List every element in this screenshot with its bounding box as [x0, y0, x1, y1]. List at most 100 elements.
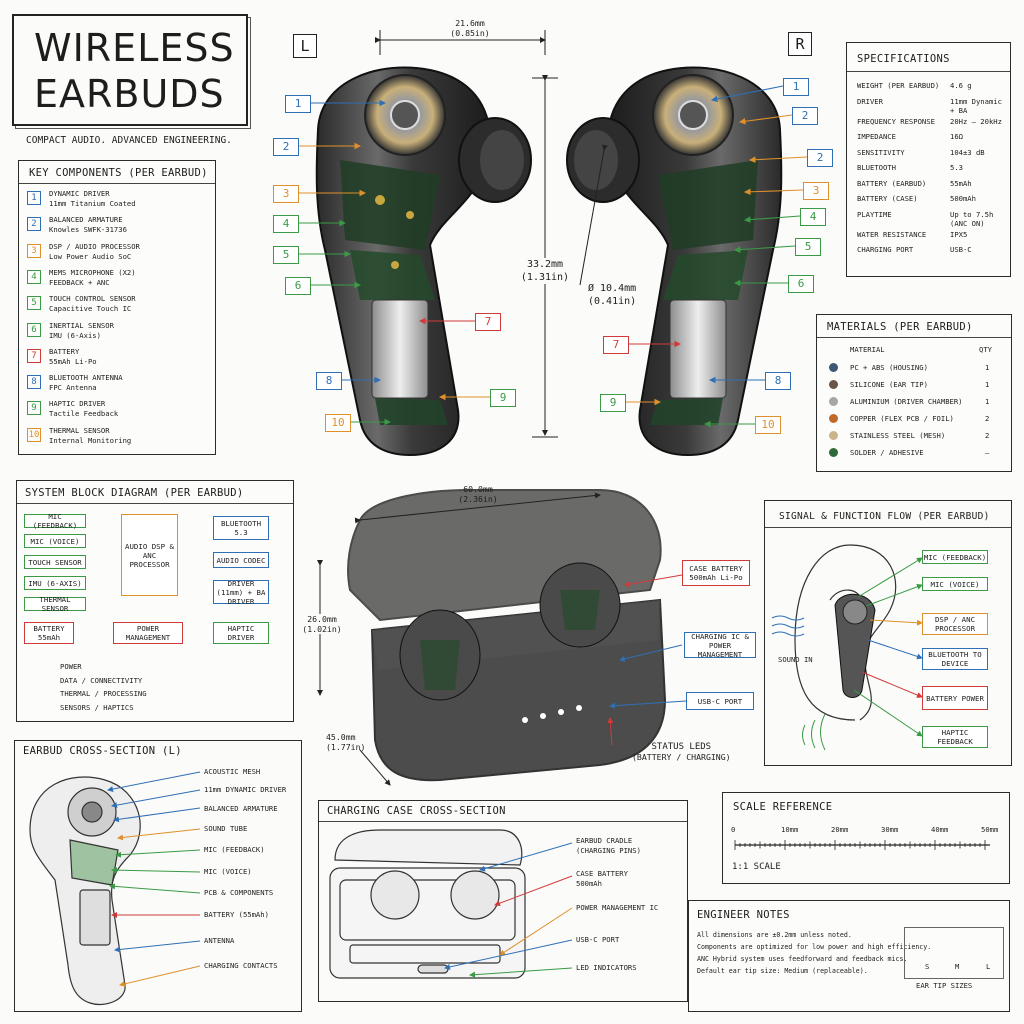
spec-value: 55mAh — [950, 178, 972, 188]
dim-width: 21.6mm(0.85in) — [450, 18, 490, 38]
material-name: COPPER (FLEX PCB / FOIL) — [850, 414, 954, 423]
note-item: Components are optimized for low power a… — [697, 943, 932, 951]
key-components-title: KEY COMPONENTS (PER EARBUD) — [29, 167, 208, 179]
case-cross-drawing — [329, 829, 526, 979]
spec-key: WEIGHT (PER EARBUD) — [857, 81, 940, 90]
left-callout-6: 6 — [285, 277, 311, 295]
component-name: DSP / AUDIO PROCESSOR — [49, 241, 140, 251]
signal-flow-title: SIGNAL & FUNCTION FLOW (PER EARBUD) — [779, 511, 990, 522]
flow-box-3: BLUETOOTH TO DEVICE — [922, 648, 988, 670]
block-output-0: BLUETOOTH 5.3 — [213, 516, 269, 540]
spec-key: WATER RESISTANCE — [857, 229, 927, 239]
left-earbud-drawing — [315, 66, 532, 457]
material-swatch — [829, 448, 838, 457]
component-desc: Capacitive Touch IC — [49, 304, 132, 314]
component-name: BLUETOOTH ANTENNA — [49, 373, 123, 383]
right-callout-2: 2 — [807, 149, 833, 167]
component-name: BALANCED ARMATURE — [49, 215, 123, 225]
flow-box-1: MIC (VOICE) — [922, 577, 988, 591]
ear-tips-label: EAR TIP SIZES — [916, 981, 973, 990]
usbc-port-callout: USB-C PORT — [686, 692, 754, 710]
spec-value: IPX5 — [950, 229, 968, 239]
right-callout-8: 8 — [765, 372, 791, 390]
legend-1: DATA / CONNECTIVITY — [60, 675, 143, 685]
scale-tick-label: 50mm — [981, 825, 999, 834]
component-desc: Tactile Feedback — [49, 409, 119, 419]
component-name: THERMAL SENSOR — [49, 425, 110, 435]
flow-box-5: HAPTIC FEEDBACK — [922, 726, 988, 748]
cross-section-panel: EARBUD CROSS-SECTION (L) — [14, 740, 302, 1012]
scale-tick-label: 10mm — [781, 825, 799, 834]
dim-case-height: 26.0mm(1.02in) — [302, 614, 342, 634]
material-qty: 2 — [985, 431, 990, 440]
block-input-1: MIC (VOICE) — [24, 534, 86, 548]
case-cross-label: POWER MANAGEMENT IC — [576, 903, 659, 912]
cross-section-label: PCB & COMPONENTS — [204, 888, 274, 897]
dim-case-width: 60.0mm(2.36in) — [458, 484, 498, 504]
component-number-badge: 5 — [27, 296, 41, 311]
ear-tip-size-label: L — [986, 962, 991, 971]
cross-section-drawing — [29, 776, 141, 1006]
block-diagram-title: SYSTEM BLOCK DIAGRAM (PER EARBUD) — [25, 487, 244, 499]
spec-value: 104±3 dB — [950, 147, 985, 157]
specifications-title: SPECIFICATIONS — [857, 53, 950, 65]
left-callout-4: 4 — [273, 215, 299, 233]
component-number-badge: 2 — [27, 217, 41, 232]
case-cross-label: LED INDICATORS — [576, 963, 637, 972]
right-callout-4: 4 — [800, 208, 826, 226]
component-desc: 55mAh Li-Po — [49, 356, 97, 366]
cross-section-label: ANTENNA — [204, 936, 235, 945]
material-qty: 1 — [985, 363, 990, 372]
title-frame: WIRELESS EARBUDS — [12, 14, 248, 126]
component-number-badge: 1 — [27, 191, 41, 205]
flow-box-0: MIC (FEEDBACK) — [922, 550, 988, 564]
charging-ic-callout: CHARGING IC & POWER MANAGEMENT — [684, 632, 756, 659]
spec-key: BATTERY (CASE) — [857, 194, 918, 203]
tagline: COMPACT AUDIO. ADVANCED ENGINEERING. — [26, 135, 232, 146]
cross-section-title: EARBUD CROSS-SECTION (L) — [23, 745, 182, 757]
spec-key: BLUETOOTH — [857, 163, 896, 172]
spec-value-2: (ANC ON) — [950, 218, 985, 228]
material-name: STAINLESS STEEL (MESH) — [850, 431, 946, 440]
cross-section-label: BATTERY (55mAh) — [204, 910, 269, 919]
block-haptic: HAPTIC DRIVER — [213, 622, 269, 644]
materials-col-material: MATERIAL — [850, 345, 885, 354]
cross-section-label: ACOUSTIC MESH — [204, 767, 261, 776]
flow-box-4: BATTERY POWER — [922, 686, 988, 710]
scale-tick-label: 0 — [731, 825, 736, 834]
spec-key: SENSITIVITY — [857, 147, 905, 157]
component-number-badge: 4 — [27, 269, 41, 284]
ear-tip-size-label: M — [955, 962, 960, 971]
notes-title: ENGINEER NOTES — [697, 909, 790, 921]
block-output-2: DRIVER (11mm) + BA DRIVER — [213, 579, 269, 606]
spec-value: 4.6 g — [950, 81, 972, 90]
left-callout-9: 9 — [490, 389, 516, 407]
component-desc: FEEDBACK + ANC — [49, 277, 110, 287]
scale-tick-label: 20mm — [831, 825, 849, 834]
component-name: MEMS MICROPHONE (X2) — [49, 267, 136, 277]
block-input-2: TOUCH SENSOR — [24, 555, 86, 569]
component-name: BATTERY — [49, 346, 80, 356]
case-cross-label: CASE BATTERY — [576, 869, 628, 878]
case-battery-callout: CASE BATTERY 500mAh Li-Po — [682, 560, 750, 586]
material-name: ALUMINIUM (DRIVER CHAMBER) — [850, 397, 963, 406]
specifications-panel: SPECIFICATIONS WEIGHT (PER EARBUD) 4.6 g D… — [846, 42, 1011, 277]
block-input-0: MIC (FEEDBACK) — [24, 512, 86, 530]
right-callout-3: 3 — [803, 182, 829, 200]
case-cross-label: EARBUD CRADLE — [576, 836, 633, 845]
scale-tick-label: 30mm — [881, 825, 899, 834]
flow-box-2: DSP / ANC PROCESSOR — [922, 613, 988, 635]
cross-section-label: MIC (FEEDBACK) — [204, 845, 265, 854]
legend-3: SENSORS / HAPTICS — [60, 702, 134, 712]
note-item: Default ear tip size: Medium (replaceabl… — [697, 967, 868, 975]
component-number-badge: 10 — [27, 427, 41, 442]
spec-key: DRIVER — [857, 96, 883, 106]
spec-value-2: + BA — [950, 105, 968, 115]
right-callout-9: 9 — [600, 394, 626, 412]
material-qty: 2 — [985, 414, 990, 423]
left-callout-10: 10 — [325, 414, 351, 432]
component-desc: Knowles SWFK-31736 — [49, 225, 127, 235]
spec-key: PLAYTIME — [857, 209, 892, 219]
block-battery: BATTERY 55mAh — [24, 622, 74, 644]
